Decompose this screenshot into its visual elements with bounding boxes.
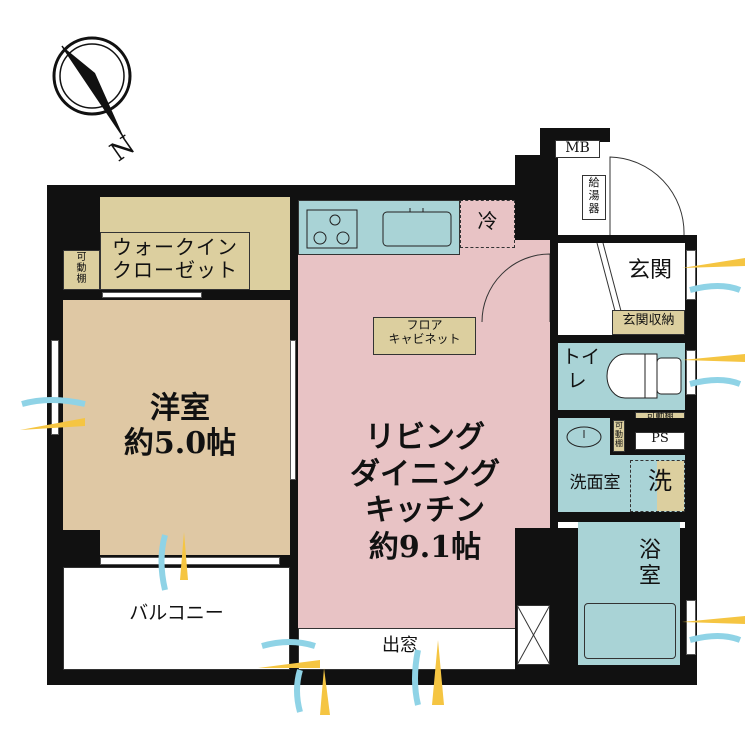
movable-shelf-label: 可 動 棚 <box>76 252 87 285</box>
meter-box-label: MB <box>565 140 590 156</box>
washroom-label: 洗面室 <box>569 473 621 493</box>
entrance-storage-label: 玄関収納 <box>622 313 675 328</box>
washer-label: 洗 <box>648 467 672 495</box>
walk-in-closet-label: ウォークイン クローゼット <box>112 235 238 282</box>
compass-icon <box>52 36 132 139</box>
pipe-space-label: PS <box>651 431 669 446</box>
closet-door[interactable] <box>102 292 202 298</box>
toilet-label: トイ レ <box>562 346 601 392</box>
shaft-cross-icon <box>517 605 550 665</box>
meter-box <box>555 140 600 158</box>
washer-space <box>630 460 685 512</box>
window <box>686 350 696 395</box>
toilet-icon <box>606 353 682 399</box>
wall <box>555 410 685 418</box>
step-line <box>596 243 622 312</box>
water-heater <box>582 175 606 220</box>
wall <box>550 235 697 243</box>
wall <box>47 185 557 200</box>
window <box>100 557 280 565</box>
floor-cabinet <box>373 317 476 355</box>
fridge-label: 冷 <box>477 209 498 233</box>
movable-shelf <box>63 250 100 290</box>
bay-window <box>298 628 516 670</box>
wall <box>540 128 558 238</box>
water-heater-label: 給 湯 器 <box>588 176 600 216</box>
wall <box>47 185 100 250</box>
window <box>51 340 59 435</box>
fridge-space <box>460 200 515 248</box>
wall <box>47 670 517 685</box>
bay-window-label: 出窓 <box>382 635 418 656</box>
pipe-space <box>635 432 685 450</box>
wall <box>555 335 685 343</box>
floor-cabinet-label: フロア キャビネット <box>388 318 461 346</box>
entrance-door-icon[interactable] <box>608 155 688 237</box>
bathtub <box>584 603 676 659</box>
movable-shelf-label: 可 動 棚 <box>615 421 623 449</box>
ldk-room <box>298 200 550 628</box>
balcony-label: バルコニー <box>129 602 224 624</box>
balcony <box>63 567 290 670</box>
bathroom <box>578 522 680 665</box>
window <box>686 250 696 300</box>
sink-icon <box>566 426 602 448</box>
sliding-door[interactable] <box>290 340 296 480</box>
washer-pan <box>657 461 684 511</box>
walk-in-closet-label-box <box>100 232 250 290</box>
entrance-storage <box>612 310 685 335</box>
ldk-label: リビング ダイニング キッチン 約9.1帖 <box>350 420 500 565</box>
wall <box>63 530 100 555</box>
entrance-label: 玄関 <box>627 258 672 283</box>
western-room <box>63 300 290 555</box>
movable-shelf <box>613 420 625 452</box>
window <box>686 600 696 655</box>
western-room-label: 洋室 約5.0帖 <box>123 391 237 461</box>
stove-and-sink-icon <box>306 208 452 249</box>
bathroom-label: 浴 室 <box>638 538 661 590</box>
wall <box>555 512 685 522</box>
movable-shelf-label: 可動棚 <box>646 412 674 422</box>
wall <box>550 235 558 685</box>
